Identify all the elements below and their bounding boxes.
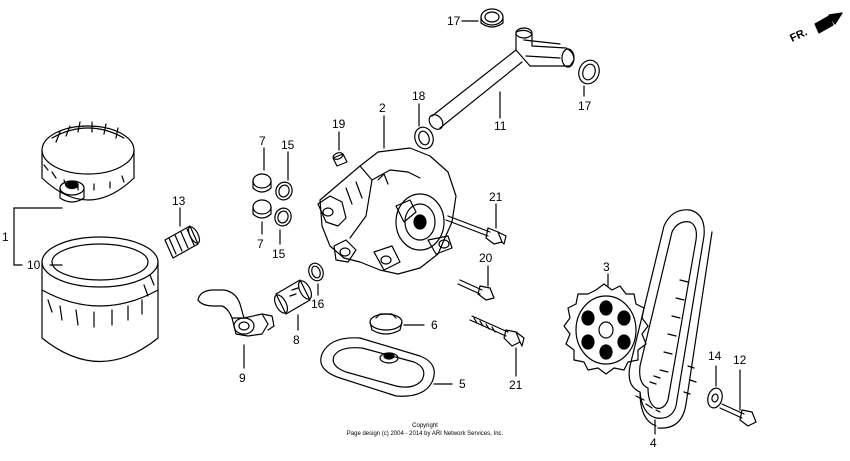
bolt-part-21-lower — [469, 315, 525, 347]
callout-12: 12 — [733, 353, 747, 367]
dowel-pin-part-19 — [332, 152, 348, 167]
bolt-part-12 — [719, 403, 757, 427]
front-label: FR. — [788, 26, 809, 44]
callout-2: 2 — [379, 101, 386, 115]
callout-18: 18 — [412, 89, 426, 103]
callout-13: 13 — [172, 194, 186, 208]
sprocket-part-3 — [563, 283, 649, 375]
copyright-line-1: Copyright — [412, 423, 438, 429]
callout-17a: 17 — [447, 14, 461, 28]
callout-11: 11 — [494, 119, 507, 133]
callout-8: 8 — [293, 333, 300, 347]
callout-3: 3 — [603, 260, 610, 274]
callout-20: 20 — [479, 251, 493, 265]
callout-1: 1 — [2, 230, 9, 244]
callout-6: 6 — [431, 318, 438, 332]
callout-14: 14 — [708, 349, 722, 363]
collar-part-7-lower — [252, 199, 272, 219]
o-ring-part-15-upper — [275, 181, 293, 201]
o-ring-part-16 — [308, 262, 324, 282]
callout-15a: 15 — [281, 138, 295, 152]
callout-9: 9 — [239, 371, 246, 385]
joint-part-8 — [273, 279, 313, 315]
callout-5: 5 — [459, 377, 466, 391]
drain-plug-part-6 — [369, 313, 403, 335]
callout-7b: 7 — [257, 237, 264, 251]
front-direction-arrow: FR. — [788, 12, 843, 45]
callout-15b: 15 — [272, 247, 286, 261]
stud-part-13 — [164, 225, 201, 259]
callout-1-bracket — [13, 207, 63, 266]
drive-chain-part-4 — [628, 209, 713, 429]
washer-part-14 — [707, 387, 723, 409]
collar-part-7-upper — [252, 173, 272, 193]
oil-pipe-part-11 — [428, 27, 575, 130]
callout-17b: 17 — [578, 99, 592, 113]
o-ring-part-15-lower — [274, 207, 292, 227]
callout-7a: 7 — [259, 134, 266, 148]
callout-4: 4 — [650, 436, 657, 450]
callout-21a: 21 — [489, 190, 503, 204]
oil-strainer-part-5 — [320, 337, 435, 397]
hose-part-9 — [197, 289, 275, 337]
o-ring-part-17-upper — [480, 8, 504, 28]
o-ring-part-18 — [414, 126, 434, 150]
callout-19: 19 — [332, 117, 346, 131]
oil-pump-part-2 — [317, 147, 457, 275]
copyright-line-2: Page design (c) 2004 - 2014 by ARI Netwo… — [347, 431, 504, 437]
callout-16: 16 — [311, 297, 325, 311]
oil-filter-cap — [41, 121, 135, 203]
bolt-part-20 — [457, 279, 495, 301]
callout-10: 10 — [27, 258, 41, 272]
bolt-part-21-upper — [445, 215, 507, 245]
oil-filter — [41, 236, 159, 363]
o-ring-part-17-right — [578, 59, 600, 85]
callout-21b: 21 — [509, 378, 523, 392]
